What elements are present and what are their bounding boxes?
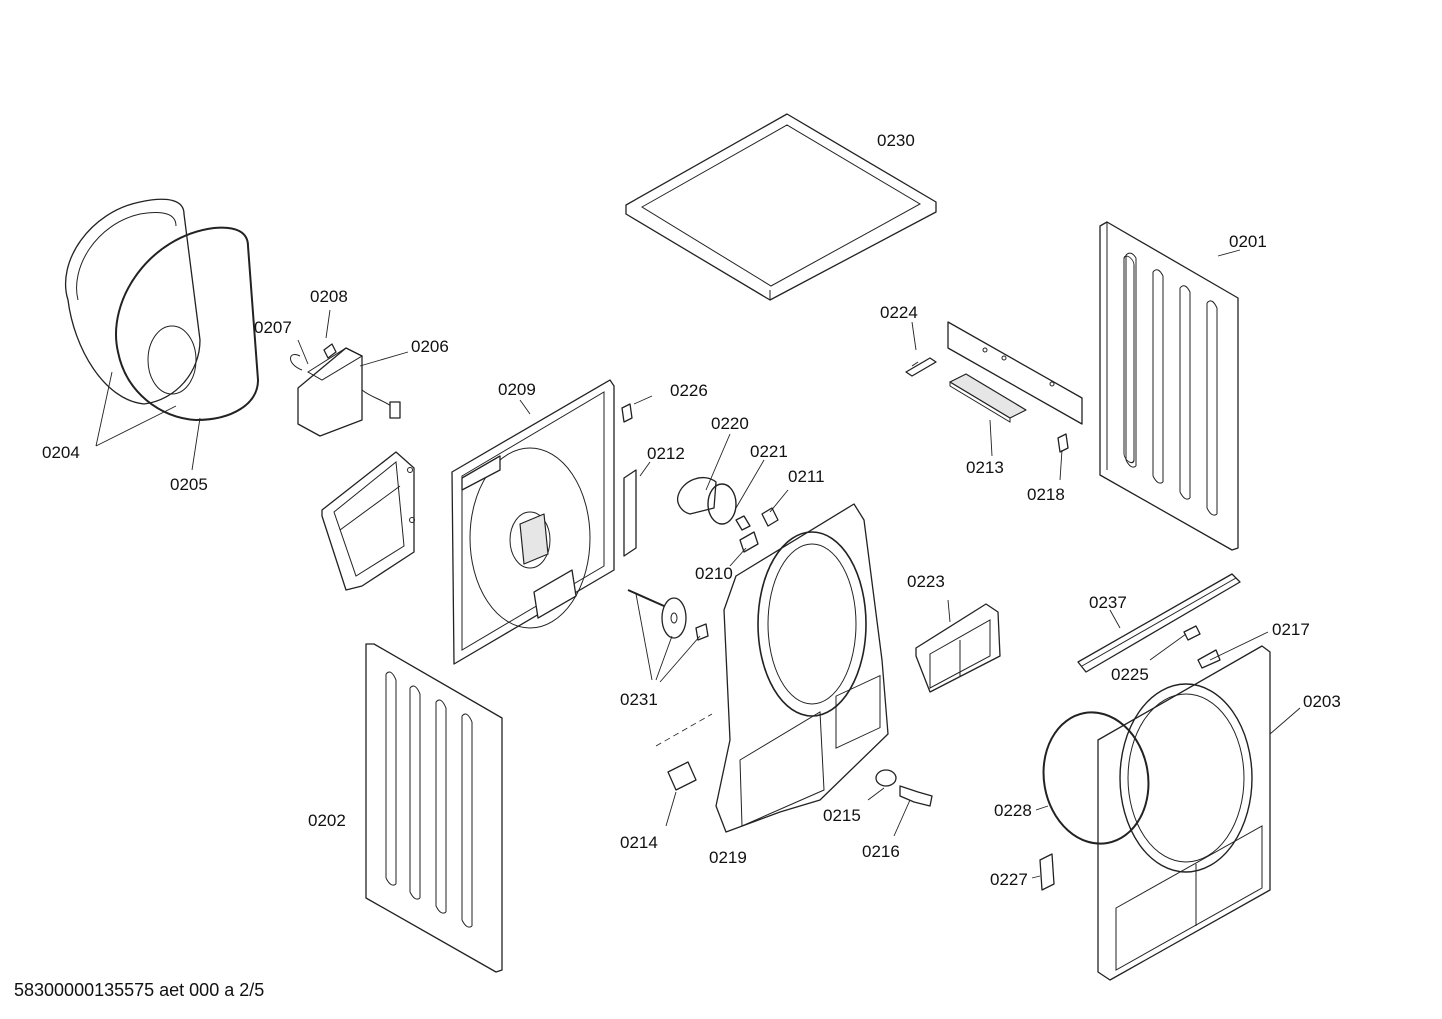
label-0205: 0205 xyxy=(170,475,208,494)
part-0220-motor-part[interactable] xyxy=(676,477,717,515)
label-0224: 0224 xyxy=(880,303,918,322)
part-labels: 0230 0201 0224 0213 0218 0208 0207 0206 … xyxy=(42,131,1341,889)
part-0228-door-seal[interactable] xyxy=(1033,704,1158,852)
label-0223: 0223 xyxy=(907,572,945,591)
label-0227: 0227 xyxy=(990,870,1028,889)
label-0201: 0201 xyxy=(1229,232,1267,251)
part-0212-strip[interactable] xyxy=(623,469,637,557)
label-0221: 0221 xyxy=(750,442,788,461)
part-control-board[interactable] xyxy=(947,321,1083,425)
part-0214-latch[interactable] xyxy=(655,713,713,791)
part-0219-bearing-frame[interactable] xyxy=(715,503,889,833)
label-0203: 0203 xyxy=(1303,692,1341,711)
part-0203-front-panel[interactable] xyxy=(1097,645,1271,981)
label-0206: 0206 xyxy=(411,337,449,356)
label-0217: 0217 xyxy=(1272,620,1310,639)
part-0213-button-strip[interactable] xyxy=(949,373,1027,423)
part-0215-knob[interactable] xyxy=(875,769,897,787)
part-0208-sensor[interactable] xyxy=(323,343,337,359)
label-0212: 0212 xyxy=(647,444,685,463)
label-0230: 0230 xyxy=(877,131,915,150)
label-0219: 0219 xyxy=(709,848,747,867)
part-0210-bushing[interactable] xyxy=(739,531,759,553)
part-0207-cable[interactable] xyxy=(290,354,303,371)
part-0216-switch[interactable] xyxy=(899,785,933,807)
part-0237-rail[interactable] xyxy=(1077,573,1241,673)
part-0206-heater-assembly[interactable] xyxy=(297,347,401,437)
part-0204-rear-bearing-shield[interactable] xyxy=(64,198,201,405)
part-0202-side-panel-left[interactable] xyxy=(365,643,503,973)
label-0237: 0237 xyxy=(1089,593,1127,612)
label-0208: 0208 xyxy=(310,287,348,306)
label-0209: 0209 xyxy=(498,380,536,399)
part-0217-bracket[interactable] xyxy=(1197,649,1221,669)
part-air-duct-housing[interactable] xyxy=(321,451,415,591)
part-0224-clip[interactable] xyxy=(905,357,937,377)
label-0226: 0226 xyxy=(670,381,708,400)
label-0215: 0215 xyxy=(823,806,861,825)
part-0221-ring[interactable] xyxy=(707,483,737,525)
part-0209-rear-wall[interactable] xyxy=(451,379,615,665)
part-0231-fan-wheel[interactable] xyxy=(627,589,709,641)
label-0216: 0216 xyxy=(862,842,900,861)
part-0201-side-panel-right[interactable] xyxy=(1099,221,1239,551)
label-0213: 0213 xyxy=(966,458,1004,477)
part-0223-lint-filter[interactable] xyxy=(915,603,1001,693)
label-0202: 0202 xyxy=(308,811,346,830)
label-0220: 0220 xyxy=(711,414,749,433)
label-0228: 0228 xyxy=(994,801,1032,820)
label-0214: 0214 xyxy=(620,833,658,852)
label-0231: 0231 xyxy=(620,690,658,709)
label-0204: 0204 xyxy=(42,443,80,462)
leader-lines xyxy=(95,249,1301,879)
document-id-footer: 58300000135575 aet 000 a 2/5 xyxy=(14,980,265,1000)
part-0218-bracket[interactable] xyxy=(1057,433,1069,453)
part-0227-hinge[interactable] xyxy=(1039,853,1055,891)
label-0210: 0210 xyxy=(695,564,733,583)
label-0225: 0225 xyxy=(1111,665,1149,684)
part-0230-top-cover[interactable] xyxy=(625,113,937,301)
part-0225-clip[interactable] xyxy=(1183,625,1201,641)
label-0207: 0207 xyxy=(254,318,292,337)
label-0218: 0218 xyxy=(1027,485,1065,504)
part-0226-clip[interactable] xyxy=(621,403,633,423)
label-0211: 0211 xyxy=(788,467,825,486)
part-0211-connector[interactable] xyxy=(735,507,779,531)
